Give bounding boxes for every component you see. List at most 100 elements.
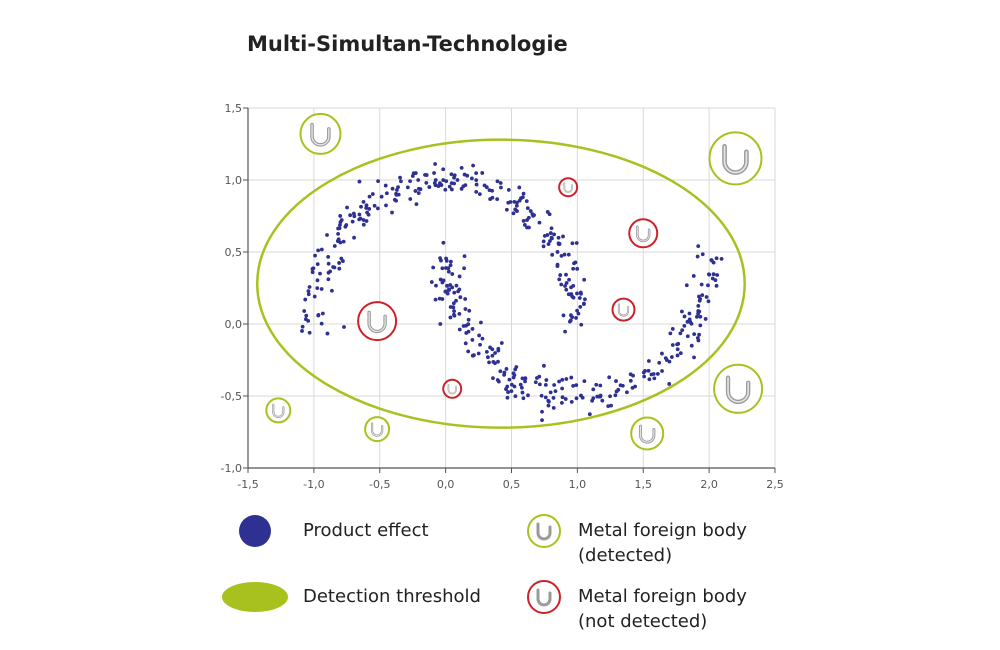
product-dot-upper: [332, 244, 337, 248]
product-dot-upper: [436, 184, 441, 188]
product-dot-lower: [591, 396, 596, 401]
product-dot-upper: [366, 212, 371, 217]
product-dot-lower: [448, 315, 453, 320]
product-dot-upper: [396, 185, 400, 189]
product-dot-upper: [357, 179, 362, 184]
product-dot-upper: [577, 296, 582, 300]
product-dot-lower: [521, 396, 526, 401]
product-dot-upper: [315, 262, 320, 267]
product-dot-lower: [547, 399, 551, 404]
product-dot-upper: [537, 220, 542, 225]
product-dot-lower: [540, 418, 544, 423]
product-dot-upper: [459, 186, 464, 191]
product-dot-lower: [446, 266, 451, 271]
foreign-body-not-detected-marker: [628, 218, 659, 249]
marker-ring: [611, 297, 636, 322]
product-dot-upper: [452, 181, 456, 186]
product-dot-lower: [689, 321, 694, 326]
product-dot-lower: [496, 348, 501, 353]
product-dot-upper: [488, 197, 493, 201]
product-dot-upper: [474, 182, 479, 187]
product-dot-lower: [685, 334, 690, 339]
product-dot-upper: [582, 302, 586, 306]
product-dot-lower: [452, 290, 457, 295]
product-dot-lower: [628, 378, 633, 383]
product-dot-lower: [450, 285, 455, 290]
product-dot-lower: [613, 393, 618, 398]
product-dot-upper: [474, 178, 479, 183]
product-dot-upper: [524, 199, 529, 204]
product-dot-lower: [513, 367, 518, 372]
product-dot-lower: [560, 400, 564, 405]
product-dot-upper: [399, 179, 403, 184]
product-dot-lower: [448, 263, 453, 268]
product-dot-upper: [548, 239, 552, 243]
product-dot-lower: [511, 375, 516, 380]
product-dot-lower: [703, 317, 708, 321]
product-dot-upper: [459, 165, 464, 170]
product-dot-lower: [463, 341, 468, 346]
product-dot-upper: [439, 183, 444, 187]
product-dot-upper: [427, 185, 432, 189]
product-dot-upper: [326, 254, 331, 259]
product-dot-upper: [384, 203, 388, 208]
product-dot-upper: [390, 186, 395, 191]
product-dot-lower: [441, 278, 446, 283]
product-dot-lower: [668, 331, 673, 336]
marker-ring: [630, 416, 665, 451]
product-dot-upper: [300, 324, 305, 329]
product-dot-upper: [364, 206, 369, 210]
product-dot-upper: [414, 202, 419, 207]
x-tick-label: -1,5: [237, 478, 258, 491]
product-dot-lower: [519, 385, 524, 390]
product-dot-lower: [466, 322, 471, 327]
product-dot-lower: [470, 327, 475, 331]
product-dot-upper: [416, 191, 421, 195]
product-dot-lower: [498, 369, 503, 374]
product-dot-upper: [326, 261, 331, 266]
product-dot-lower: [546, 403, 551, 408]
product-dot-lower: [512, 384, 517, 389]
product-dot-lower: [597, 394, 602, 399]
x-tick-label: -0,5: [369, 478, 390, 491]
foreign-body-detected-marker: [708, 131, 763, 186]
product-dot-upper: [336, 237, 341, 242]
product-dot-upper: [573, 260, 578, 265]
product-dot-lower: [520, 376, 525, 381]
product-dot-upper: [316, 248, 321, 253]
product-dot-lower: [523, 379, 527, 384]
x-tick-label: 2,5: [766, 478, 784, 491]
product-dot-lower: [678, 331, 683, 336]
product-dot-upper: [550, 252, 555, 257]
chart-title: Multi-Simultan-Technologie: [247, 32, 568, 56]
product-dot-upper: [339, 218, 344, 222]
metal-clip-highlight: [272, 404, 284, 418]
product-dot-upper: [338, 214, 343, 218]
product-dot-upper: [337, 226, 342, 231]
product-dot-upper: [413, 189, 418, 193]
product-dot-upper: [521, 218, 526, 223]
metal-clip-highlight: [368, 311, 386, 333]
x-tick-label: 2,0: [700, 478, 718, 491]
product-dot-lower: [513, 394, 518, 398]
product-dot-upper: [559, 253, 564, 258]
product-dot-upper: [564, 272, 568, 277]
product-dot-lower: [463, 297, 468, 301]
product-dot-upper: [463, 183, 468, 188]
product-dot-upper: [424, 173, 429, 177]
product-dot-lower: [507, 377, 512, 382]
product-dot-lower: [477, 333, 482, 338]
foreign-body-detected-marker: [299, 112, 342, 155]
product-dot-upper: [566, 292, 571, 297]
product-dot-upper: [372, 203, 377, 208]
product-dot-lower: [696, 311, 701, 316]
product-dot-upper: [579, 322, 584, 327]
metal-clip-highlight: [636, 226, 650, 242]
legend-ring: [527, 514, 561, 548]
product-dot-lower: [655, 372, 660, 376]
grid: [248, 107, 776, 468]
product-dot-lower: [462, 266, 466, 271]
product-dot-lower: [560, 377, 565, 382]
product-dot-upper: [513, 207, 518, 212]
product-dot-upper: [303, 297, 308, 302]
